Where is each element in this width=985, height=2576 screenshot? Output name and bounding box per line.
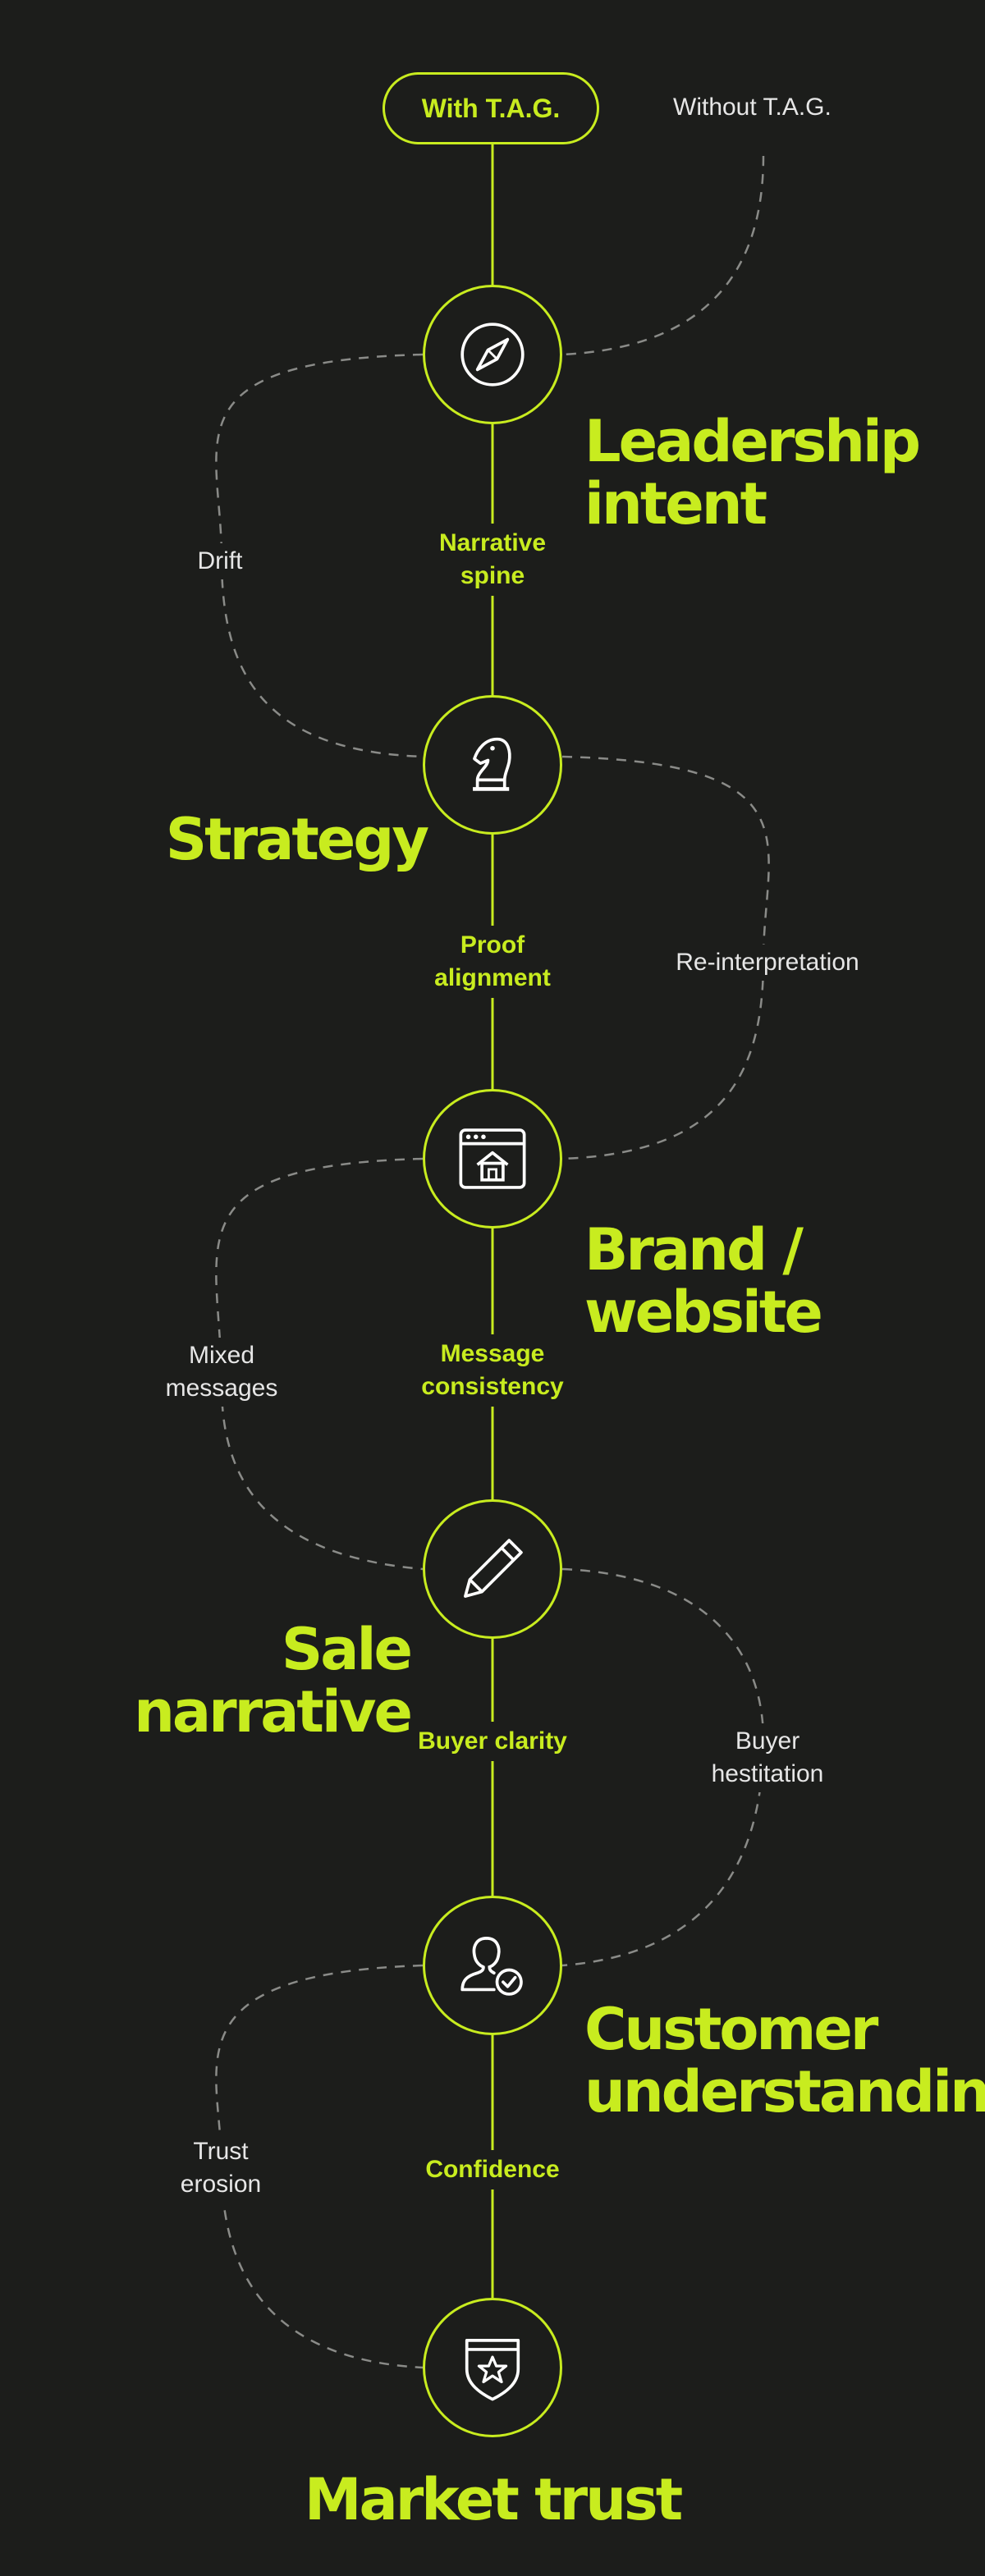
compass-icon: [460, 323, 525, 387]
pencil-icon: [464, 1539, 523, 1598]
stage-node-brand: [423, 1089, 562, 1229]
chess-knight-icon: [473, 737, 511, 791]
stage-title-sale: Sale narrative: [134, 1616, 413, 1746]
stage-node-market: [423, 2298, 562, 2437]
without-label-mixed-messages: Mixed messages: [153, 1338, 291, 1407]
stage-node-customer: [423, 1896, 562, 2035]
shield-star-icon: [465, 2339, 520, 2401]
with-link-narrative-spine: Narrative spine: [410, 524, 575, 596]
with-link-buyer-clarity: Buyer clarity: [410, 1722, 575, 1761]
user-check-icon: [460, 1937, 523, 1996]
stage-title-strategy: Strategy: [165, 806, 429, 873]
without-label-trust-erosion: Trust erosion: [164, 2134, 277, 2203]
stage-node-leadership: [423, 285, 562, 424]
without-label-reinterpretation: Re-interpretation: [653, 945, 882, 981]
stage-title-brand: Brand / website: [584, 1216, 823, 1346]
with-link-proof-alignment: Proof alignment: [410, 926, 575, 998]
with-tag-label: With T.A.G.: [383, 72, 599, 144]
without-label-buyer-hesitation: Buyer hestitation: [694, 1723, 841, 1792]
stage-title-market: Market trust: [304, 2466, 683, 2533]
with-link-confidence: Confidence: [410, 2150, 575, 2189]
stage-title-leadership: Leadership intent: [584, 408, 921, 538]
without-label-drift: Drift: [176, 543, 264, 579]
stage-node-strategy: [423, 695, 562, 835]
stage-node-sale: [423, 1499, 562, 1639]
browser-home-icon: [459, 1128, 526, 1189]
stage-title-customer: Customer understanding: [584, 1996, 985, 2125]
without-path-start: [561, 155, 765, 356]
with-link-message-consistency: Message consistency: [410, 1334, 575, 1407]
without-tag-label: Without T.A.G.: [673, 94, 832, 121]
